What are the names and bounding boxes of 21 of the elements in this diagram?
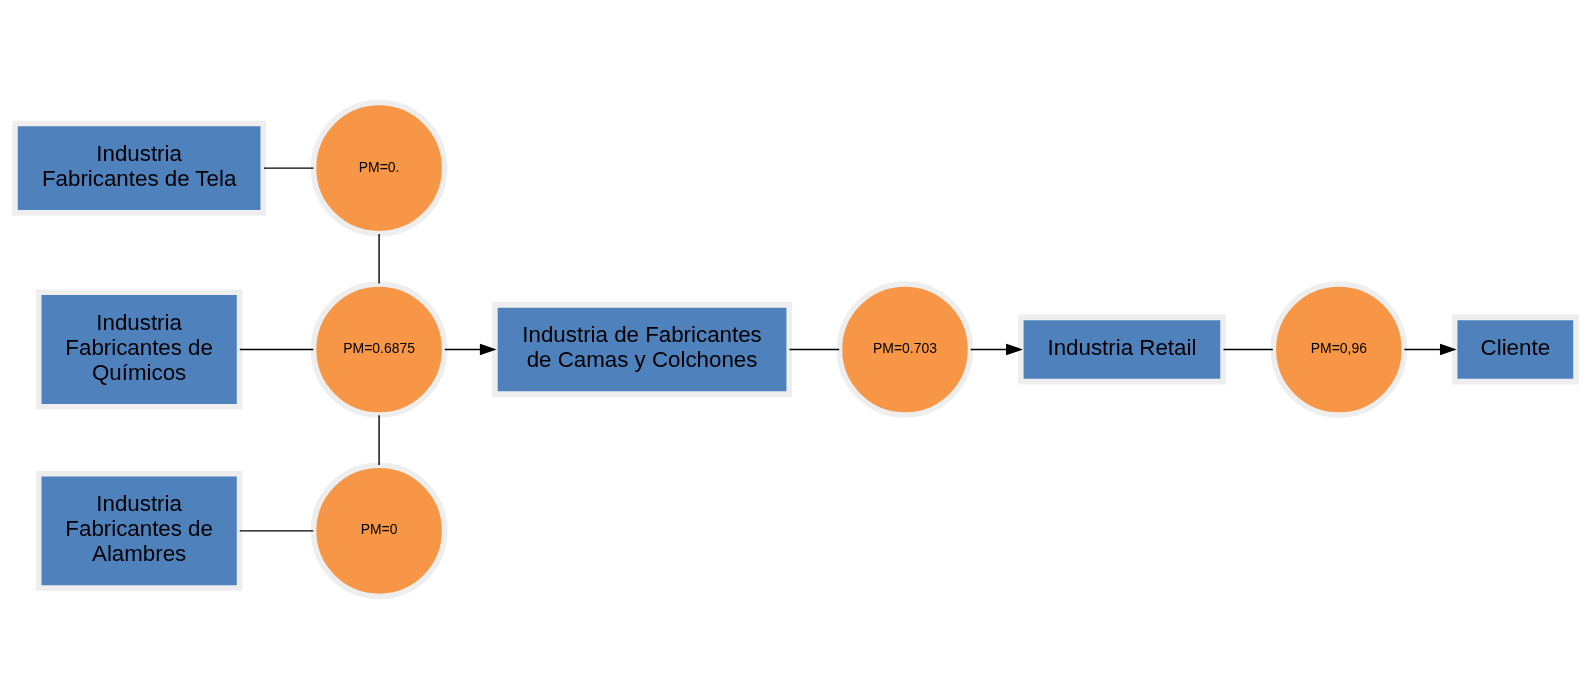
connector (378, 232, 380, 284)
connector (1222, 348, 1274, 350)
node-circle: PM=0,96 (1270, 280, 1408, 418)
node-box: Industria Fabricantes de Químicos (35, 289, 243, 409)
connector (263, 166, 315, 169)
node-circle: PM=0.703 (836, 280, 974, 418)
arrow (1403, 343, 1457, 355)
connector (788, 348, 840, 350)
node-box: Industria Retail (1018, 314, 1226, 384)
node-circle: PM=0. (310, 99, 448, 236)
node-box: Industria de Fabricantes de Camas y Colchones (492, 301, 792, 397)
node-circle: PM=0.6875 (310, 280, 448, 418)
connector (378, 414, 380, 466)
node-box: Cliente (1451, 314, 1579, 384)
arrow (444, 343, 497, 355)
connector (239, 529, 315, 532)
node-box: Industria Fabricantes de Alambres (35, 470, 243, 591)
node-box: Industria Fabricantes de Tela (12, 120, 267, 216)
connector (239, 348, 315, 350)
arrow (969, 343, 1023, 355)
node-circle: PM=0 (310, 462, 448, 599)
